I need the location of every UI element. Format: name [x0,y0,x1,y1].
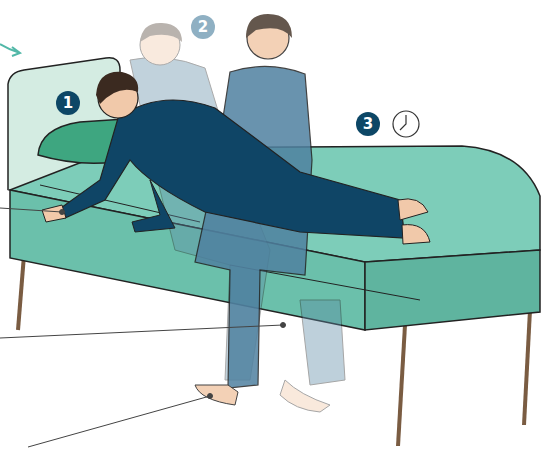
leader-lines [0,208,286,447]
leader-line [28,396,210,447]
leader-dot [60,210,65,215]
clock-icon [393,111,419,137]
callout-number: 1 [56,91,80,115]
bed-leg [524,310,530,425]
callout-circle [356,112,380,136]
leader-line [0,325,283,338]
bed-leg [18,255,24,330]
person-hair [96,72,138,104]
person-foot [402,225,430,244]
clock-hands [400,115,406,130]
pointer-arrow [0,44,20,56]
person-foot [195,385,238,405]
person-body [58,100,405,238]
bed-leg [398,325,405,446]
clock-face [393,111,419,137]
person-lying [42,72,430,244]
leader-line [0,208,62,212]
person-foot [398,199,428,220]
person-hand [42,205,66,222]
mattress-side [365,250,540,330]
callout-number: 3 [356,112,380,136]
leader-dot [281,323,286,328]
callout-number: 2 [191,15,215,39]
person-hair [246,14,292,38]
person-feet-ghost [280,300,345,412]
person-leg [300,300,345,385]
person-arm [132,180,175,232]
leader-dot [208,394,213,399]
callout-circle [191,15,215,39]
callout-circle [56,91,80,115]
person-hair [140,23,182,42]
person-foot [280,380,330,412]
